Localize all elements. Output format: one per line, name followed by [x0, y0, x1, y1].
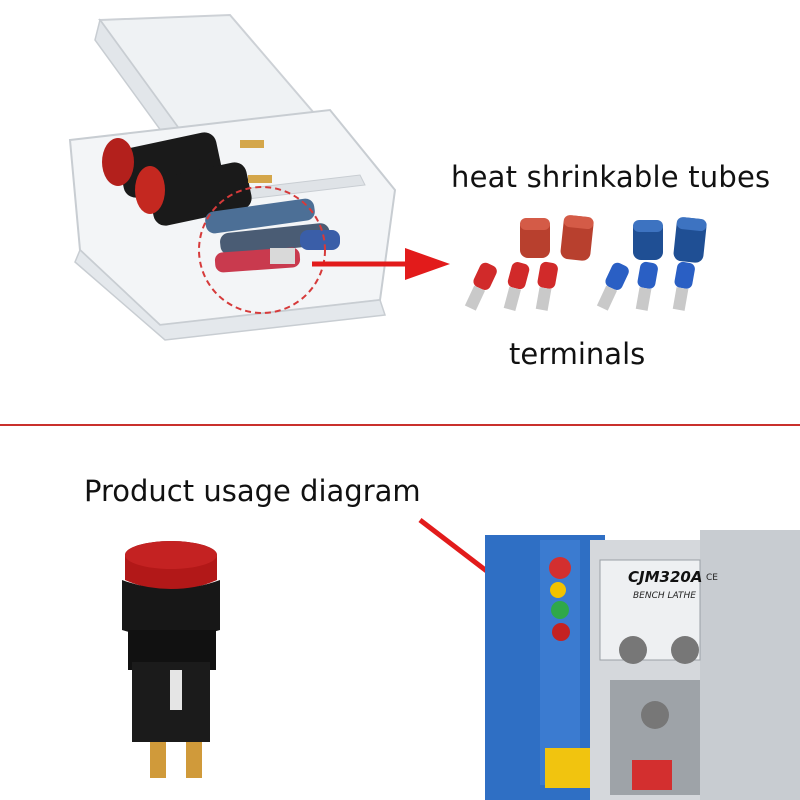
highlight-circle: [198, 186, 326, 314]
red-heat-tubes: [520, 215, 594, 261]
lathe-model: CJM320A: [628, 568, 702, 586]
arrow-to-accessories: [312, 248, 450, 280]
terminals-label: terminals: [509, 337, 646, 371]
blue-heat-tubes: [633, 217, 707, 263]
bottom-illustration: CJM320A BENCH LATHE CE: [122, 518, 800, 800]
ce-mark: CE: [706, 573, 718, 583]
blue-terminals: [596, 261, 695, 311]
top-illustration: [68, 13, 707, 341]
push-button-product: [122, 541, 220, 778]
heat-tubes-label: heat shrinkable tubes: [451, 160, 771, 194]
lathe-machine: [485, 530, 800, 800]
section-divider: [0, 424, 800, 426]
red-terminals: [464, 261, 558, 311]
lathe-subtitle: BENCH LATHE: [633, 591, 696, 601]
usage-diagram-label: Product usage diagram: [84, 474, 421, 508]
tubes-in-box: [205, 198, 340, 273]
